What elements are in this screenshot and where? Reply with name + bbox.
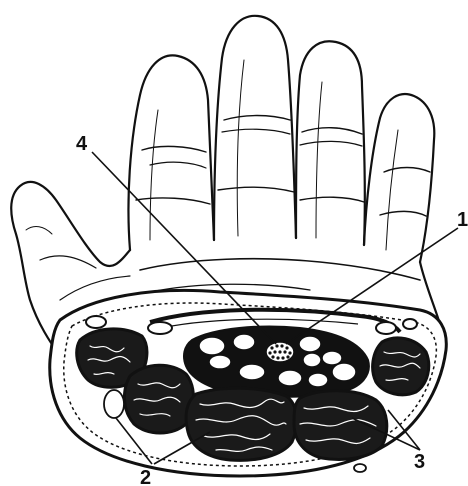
callout-4: 4 bbox=[76, 133, 88, 155]
callout-3: 3 bbox=[414, 451, 425, 473]
wrist-cross-section bbox=[50, 290, 447, 476]
callout-1: 1 bbox=[457, 209, 468, 231]
middle-finger bbox=[214, 16, 296, 240]
little-finger bbox=[364, 94, 434, 262]
callout-2: 2 bbox=[140, 467, 151, 486]
index-finger bbox=[128, 55, 214, 250]
median-nerve bbox=[266, 342, 294, 362]
